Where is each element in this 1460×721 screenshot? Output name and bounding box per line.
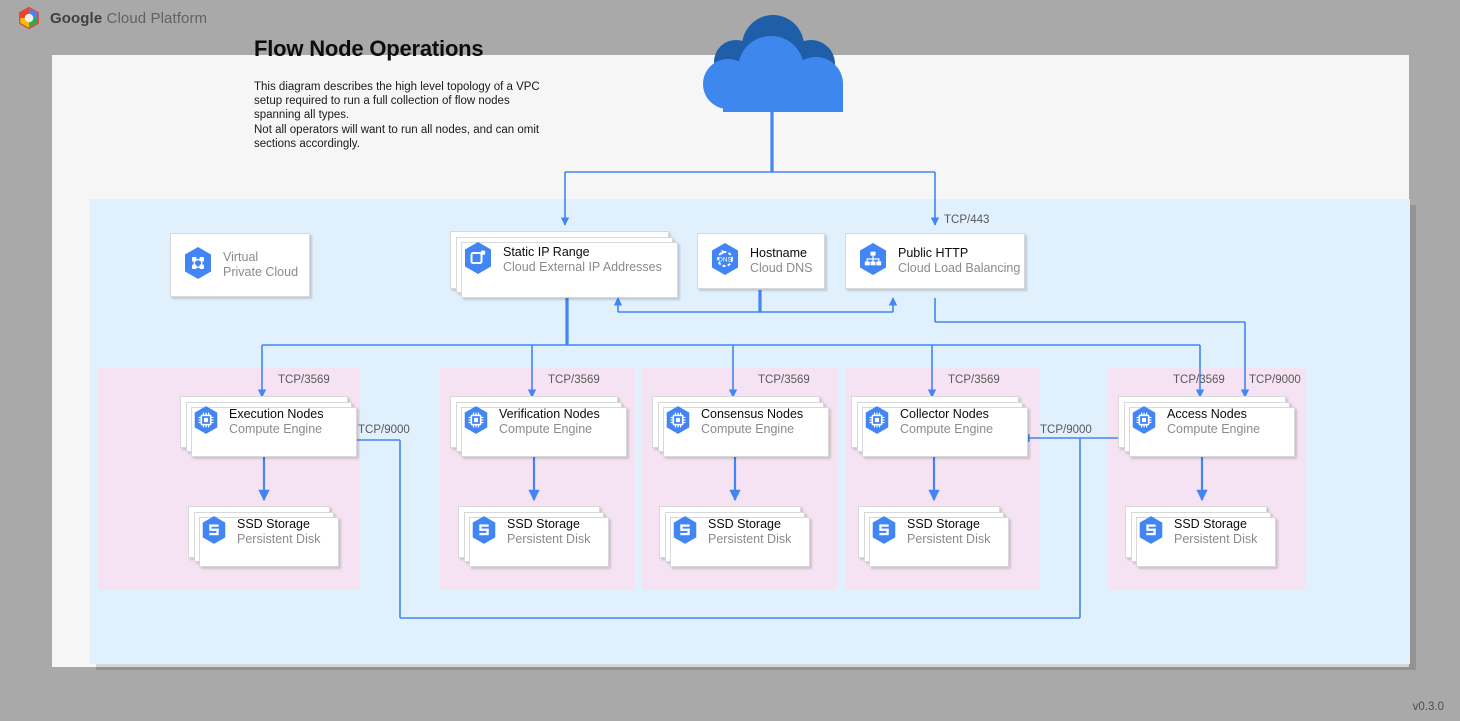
gcp-header: Google Cloud Platform (0, 0, 1460, 36)
gcp-brand-title: Google Cloud Platform (50, 10, 207, 27)
diagram-description: This diagram describes the high level to… (254, 81, 540, 150)
node-title: Hostname (750, 246, 807, 260)
node-title: SSD Storage (1174, 517, 1247, 531)
node-subtitle: Persistent Disk (907, 532, 991, 546)
node-subtitle: Compute Engine (900, 422, 994, 436)
node-subtitle: Persistent Disk (507, 532, 591, 546)
node-public-http[interactable]: Public HTTP Cloud Load Balancing (845, 233, 1025, 289)
cloud-external-ip-addresses-icon (463, 241, 493, 280)
node-collector-nodes[interactable]: Collector Nodes Compute Engine (851, 396, 1028, 457)
compute-engine-icon (1131, 405, 1157, 440)
persistent-disk-icon (672, 515, 698, 550)
node-title: Verification Nodes (499, 407, 600, 421)
port-label-access-3569: TCP/3569 (1173, 374, 1225, 386)
port-label-access-9000: TCP/9000 (1249, 374, 1301, 386)
node-title: Collector Nodes (900, 407, 989, 421)
node-subtitle: Compute Engine (1167, 422, 1261, 436)
node-subtitle: Compute Engine (701, 422, 795, 436)
node-title: Virtual (223, 250, 259, 264)
port-label-execution-9000: TCP/9000 (358, 424, 410, 436)
node-subtitle: Compute Engine (499, 422, 593, 436)
node-subtitle: Cloud External IP Addresses (503, 260, 662, 274)
port-label-consensus-3569: TCP/3569 (758, 374, 810, 386)
cloud-icon (676, 14, 866, 114)
node-virtual-private-cloud[interactable]: Virtual Private Cloud (170, 233, 310, 297)
port-label-collector-3569: TCP/3569 (948, 374, 1000, 386)
node-title: Execution Nodes (229, 407, 324, 421)
node-subtitle: Private Cloud (223, 265, 299, 279)
node-title: SSD Storage (507, 517, 580, 531)
node-title: Consensus Nodes (701, 407, 804, 421)
persistent-disk-icon (1138, 515, 1164, 550)
node-subtitle: Cloud Load Balancing (898, 261, 1021, 275)
node-subtitle: Persistent Disk (1174, 532, 1258, 546)
node-ssd-storage-access[interactable]: SSD Storage Persistent Disk (1125, 506, 1276, 567)
compute-engine-icon (463, 405, 489, 440)
node-ssd-storage-collector[interactable]: SSD Storage Persistent Disk (858, 506, 1009, 567)
node-title: Static IP Range (503, 245, 590, 259)
compute-engine-icon (864, 405, 890, 440)
gcp-brand-rest: Cloud Platform (102, 9, 208, 27)
node-access-nodes[interactable]: Access Nodes Compute Engine (1118, 396, 1295, 457)
persistent-disk-icon (871, 515, 897, 550)
node-ssd-storage-verification[interactable]: SSD Storage Persistent Disk (458, 506, 609, 567)
port-label-collector-9000: TCP/9000 (1040, 424, 1092, 436)
google-cloud-hexagon-logo-icon (16, 5, 42, 31)
cloud-dns-icon: DNS (710, 242, 740, 281)
node-static-ip-range[interactable]: Static IP Range Cloud External IP Addres… (450, 231, 678, 298)
gcp-brand-bold: Google (50, 9, 103, 27)
persistent-disk-icon (471, 515, 497, 550)
cloud-load-balancing-icon (858, 242, 888, 281)
persistent-disk-icon (201, 515, 227, 550)
port-label-verification-3569: TCP/3569 (548, 374, 600, 386)
diagram-title: Flow Node Operations (254, 36, 484, 61)
port-label-tcp-443: TCP/443 (944, 214, 990, 226)
node-subtitle: Compute Engine (229, 422, 323, 436)
svg-text:DNS: DNS (718, 256, 732, 263)
node-title: Access Nodes (1167, 407, 1247, 421)
node-execution-nodes[interactable]: Execution Nodes Compute Engine (180, 396, 357, 457)
node-consensus-nodes[interactable]: Consensus Nodes Compute Engine (652, 396, 829, 457)
compute-engine-icon (193, 405, 219, 440)
node-subtitle: Persistent Disk (708, 532, 792, 546)
port-label-execution-3569: TCP/3569 (278, 374, 330, 386)
node-ssd-storage-execution[interactable]: SSD Storage Persistent Disk (188, 506, 339, 567)
node-ssd-storage-consensus[interactable]: SSD Storage Persistent Disk (659, 506, 810, 567)
node-subtitle: Persistent Disk (237, 532, 321, 546)
node-title: SSD Storage (907, 517, 980, 531)
node-title: Public HTTP (898, 246, 969, 260)
node-verification-nodes[interactable]: Verification Nodes Compute Engine (450, 396, 627, 457)
node-title: SSD Storage (237, 517, 310, 531)
version-label: v0.3.0 (1412, 701, 1444, 713)
compute-engine-icon (665, 405, 691, 440)
node-hostname[interactable]: DNS Hostname Cloud DNS (697, 233, 825, 289)
node-subtitle: Cloud DNS (750, 261, 813, 275)
node-title: SSD Storage (708, 517, 781, 531)
virtual-private-cloud-icon (183, 246, 213, 285)
